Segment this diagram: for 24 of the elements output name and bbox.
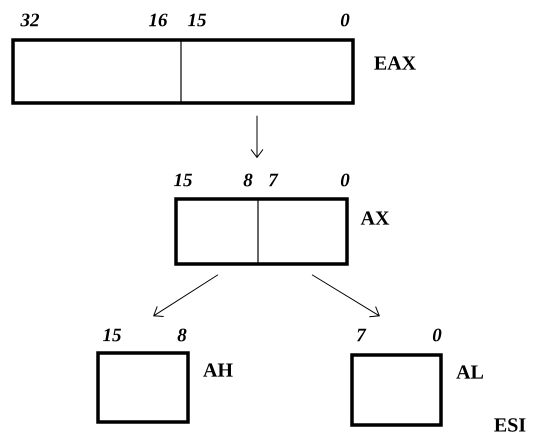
bit-number: 15 <box>188 14 206 26</box>
register-name: AL <box>456 365 484 379</box>
register-name: AH <box>203 363 233 377</box>
register-box <box>174 197 349 266</box>
bit-number: 0 <box>340 14 350 26</box>
bit-number: 7 <box>357 328 366 342</box>
register-name: AX <box>360 211 390 225</box>
bit-number: 7 <box>269 174 278 186</box>
bit-number: 16 <box>148 14 168 26</box>
arrow <box>153 274 218 318</box>
bit-number: 0 <box>432 328 442 342</box>
arrow <box>312 274 380 318</box>
register-box <box>96 351 190 424</box>
bit-number: 0 <box>340 174 350 186</box>
bit-number: 8 <box>178 328 186 342</box>
bit-number: 15 <box>102 328 121 342</box>
register-box <box>11 38 355 105</box>
arrow <box>250 115 264 158</box>
register-name: ESI <box>494 418 526 432</box>
bit-number: 15 <box>174 174 192 186</box>
bit-number: 32 <box>20 14 40 26</box>
register-name: EAX <box>374 56 416 70</box>
register-box <box>350 353 443 427</box>
bit-number: 8 <box>244 174 252 186</box>
